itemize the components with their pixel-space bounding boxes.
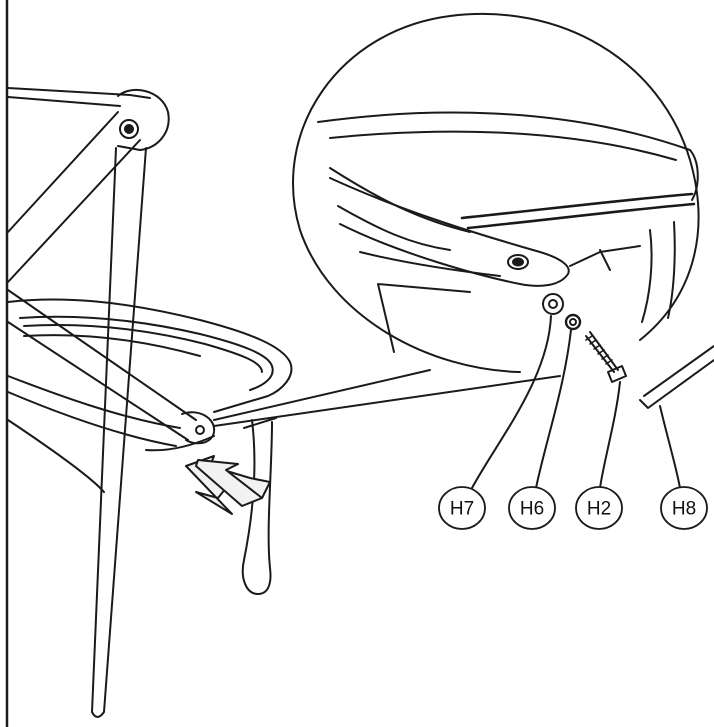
part-label-h6: H6 bbox=[520, 499, 544, 520]
detail-block bbox=[377, 283, 471, 353]
front-leg-top bbox=[243, 417, 277, 429]
washer-h7 bbox=[542, 293, 564, 315]
leader-h2 bbox=[599, 381, 621, 489]
seat-apron bbox=[7, 375, 181, 447]
detail-apron bbox=[329, 167, 501, 277]
part-label-h2: H2 bbox=[587, 499, 611, 520]
label-bubble-h2 bbox=[575, 486, 623, 530]
top-bolt-core bbox=[124, 124, 134, 134]
front-leg bbox=[241, 419, 273, 595]
seat-bolt bbox=[195, 425, 205, 435]
label-bubble-h8 bbox=[660, 486, 708, 530]
back-top-rail bbox=[7, 87, 151, 107]
rear-leg bbox=[91, 147, 147, 718]
magnifier-circle bbox=[292, 12, 700, 373]
seat-cushion bbox=[23, 324, 263, 373]
callout-connector bbox=[213, 369, 561, 427]
detail-seat-side bbox=[689, 149, 699, 201]
detail-bolt-hole bbox=[507, 254, 529, 270]
rail-end-cap bbox=[117, 88, 170, 151]
allen-key-h8 bbox=[639, 345, 714, 409]
label-bubble-h6 bbox=[508, 486, 556, 530]
cross-brace-lower bbox=[7, 289, 197, 441]
chair bbox=[7, 87, 293, 718]
part-label-h8: H8 bbox=[672, 499, 696, 520]
leader-h7 bbox=[471, 315, 552, 489]
top-bolt bbox=[119, 119, 139, 139]
leader-h6 bbox=[535, 329, 572, 489]
seat-frame-inner bbox=[19, 315, 274, 391]
spring-washer-h6 bbox=[564, 313, 582, 331]
detail-front-leg bbox=[641, 221, 676, 323]
cross-brace-upper bbox=[7, 111, 141, 283]
detail-seat-top bbox=[317, 111, 691, 161]
seat-underside bbox=[7, 419, 215, 493]
seat-frame-outer bbox=[7, 298, 293, 413]
leader-h8 bbox=[659, 405, 681, 489]
detail-brace bbox=[329, 177, 570, 287]
part-label-h7: H7 bbox=[450, 499, 474, 520]
bolt-h2 bbox=[585, 331, 627, 383]
detail-callout bbox=[213, 12, 714, 489]
detail-seat-edge bbox=[460, 192, 696, 230]
part-labels bbox=[438, 486, 708, 530]
label-bubble-h7 bbox=[438, 486, 486, 530]
